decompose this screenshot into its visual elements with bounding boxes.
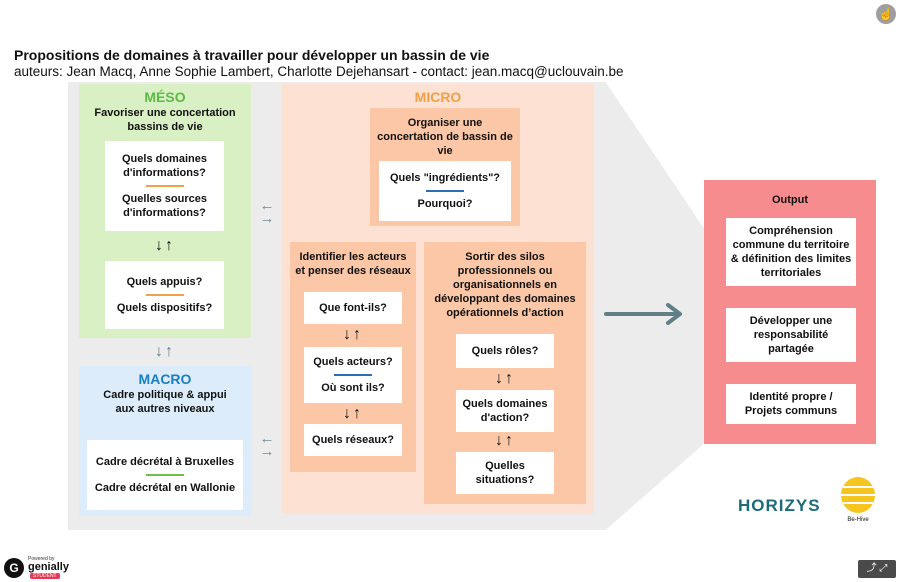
horizys-logo: HORIZYS — [738, 496, 821, 515]
micro-title: MICRO — [414, 89, 462, 105]
micro-silos-arrows2: ↓↑ — [495, 432, 515, 449]
micro-actors-head: Identifier les acteurs et penser des rés… — [295, 251, 411, 277]
blue-divider — [426, 190, 464, 192]
micro-actors-arrows1: ↓↑ — [343, 326, 363, 343]
meso-panel: MÉSO Favoriser une concertation bassins … — [79, 84, 251, 338]
micro-silos-q3: Quelles situations? — [456, 452, 554, 494]
macro-panel: MACRO Cadre politique & appui aux autres… — [79, 366, 251, 516]
output-item-2: Développer une responsabilité partagée — [726, 308, 856, 362]
micro-panel: MICRO Organiser une concertation de bass… — [282, 84, 594, 514]
micro-org-a: Quels "ingrédients"? — [389, 172, 501, 185]
micro-actors-q3: Quels réseaux? — [304, 424, 402, 456]
genially-powered: Powered by — [28, 556, 55, 562]
meso-card2-b: Quels dispositifs? — [116, 301, 213, 314]
output-title: Output — [771, 194, 809, 206]
hand-icon-button[interactable]: ☝ — [876, 4, 896, 24]
meso-subtitle: Favoriser une concertation bassins de vi… — [94, 107, 236, 133]
micro-org-card: Quels "ingrédients"? Pourquoi? — [379, 161, 511, 221]
page-authors: auteurs: Jean Macq, Anne Sophie Lambert,… — [14, 64, 624, 79]
micro-silos-box: Sortir des silos professionnels ou organ… — [424, 242, 586, 504]
orange-divider — [145, 185, 184, 187]
micro-actors-arrows2: ↓↑ — [343, 405, 363, 422]
micro-org-box: Organiser une concertation de bassin de … — [370, 108, 520, 226]
macro-card-a: Cadre décrétal à Bruxelles — [95, 456, 235, 469]
genially-student: STUDENT — [30, 573, 60, 579]
micro-org-b: Pourquoi? — [417, 197, 473, 210]
meso-card-support: Quels appuis? Quels dispositifs? — [105, 261, 224, 329]
micro-silos-head: Sortir des silos professionnels ou organ… — [434, 251, 576, 319]
page-title: Propositions de domaines à travailler po… — [14, 47, 490, 63]
output-panel: Output Compréhension commune du territoi… — [704, 180, 876, 444]
meso-card-information: Quels domaines d'informations? Quelles s… — [105, 141, 224, 231]
genially-badge[interactable]: G Powered by genially STUDENT — [4, 556, 70, 580]
meso-micro-arrows: ← → — [259, 197, 275, 227]
macro-card-b: Cadre décrétal en Wallonie — [94, 481, 236, 494]
micro-actors-q2: Quels acteurs? Où sont ils? — [304, 347, 402, 403]
micro-silos-arrows1: ↓↑ — [495, 370, 515, 387]
behive-logo-icon — [841, 477, 875, 513]
meso-card1-b: Quelles sources d'informations? — [122, 192, 207, 219]
orange-divider — [145, 294, 184, 296]
behive-label: Be-Hive — [847, 517, 869, 523]
macro-card-decrees: Cadre décrétal à Bruxelles Cadre décréta… — [87, 440, 243, 510]
arrow-to-output-icon — [604, 303, 682, 325]
macro-subtitle: Cadre politique & appui aux autres nivea… — [103, 389, 227, 415]
blue-divider — [334, 374, 372, 376]
micro-actors-q2b: Où sont ils? — [321, 381, 385, 394]
micro-org-head: Organiser une concertation de bassin de … — [377, 117, 513, 157]
meso-card2-a: Quels appuis? — [126, 276, 203, 289]
green-divider — [146, 474, 184, 476]
micro-silos-q2: Quels domaines d'action? — [456, 390, 554, 432]
micro-actors-q1: Que font-ils? — [304, 292, 402, 324]
output-item-3: Identité propre / Projets communs — [726, 384, 856, 424]
meso-macro-arrows: ↓↑ — [155, 343, 175, 360]
meso-updown-arrows: ↓↑ — [155, 237, 175, 254]
fullscreen-icon[interactable]: ⤢ — [879, 563, 888, 574]
share-fullscreen-bar: ⤴ ⤢ — [858, 560, 896, 578]
meso-title: MÉSO — [144, 89, 186, 105]
micro-actors-q2a: Quels acteurs? — [313, 356, 393, 369]
micro-actors-box: Identifier les acteurs et penser des rés… — [290, 242, 416, 472]
meso-card1-a: Quels domaines d'informations? — [122, 153, 207, 180]
share-icon[interactable]: ⤴ — [866, 563, 877, 574]
output-item-1: Compréhension commune du territoire & dé… — [726, 218, 856, 286]
macro-micro-arrows: ← → — [259, 430, 275, 460]
macro-title: MACRO — [138, 371, 192, 387]
micro-silos-q1: Quels rôles? — [456, 334, 554, 368]
genially-logo-icon: G — [4, 558, 24, 578]
genially-name: genially — [28, 561, 69, 573]
